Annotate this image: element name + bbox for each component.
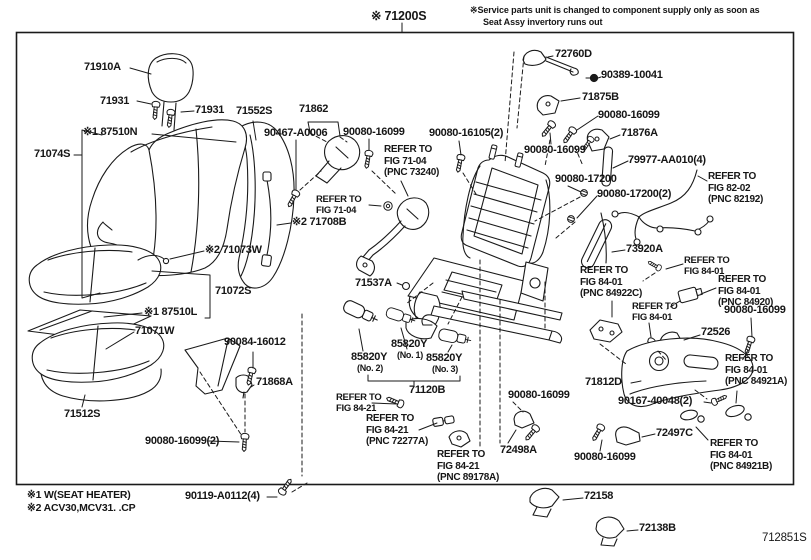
headrest-drawing [147, 53, 194, 131]
recliner-shield-drawing [589, 258, 757, 446]
footnote-model-codes: ※2 ACV30,MCV31. .CP [27, 502, 136, 514]
part-label-71868A: 71868A [256, 376, 293, 388]
part-label-90389-10041: 90389-10041 [601, 69, 663, 81]
part-label-85820Y-no1-sub: (No. 1) [397, 350, 423, 360]
part-label-ref-fig84-21: REFER TO FIG 84-21 [336, 392, 382, 414]
diagram-code: 712851S [762, 532, 807, 544]
part-label-ref-fig84-01-pnc84920: REFER TO FIG 84-01 (PNC 84920) [718, 274, 774, 308]
part-label-72497C: 72497C [656, 427, 693, 439]
seat-frame-drawing [401, 144, 563, 344]
part-label-71875B: 71875B [582, 91, 619, 103]
wire-harness-drawing [611, 169, 714, 246]
part-label-72526: 72526 [701, 326, 731, 338]
part-label-90080-16099-e: 90080-16099 [598, 109, 660, 121]
part-label-ref-fig84-01-b: REFER TO FIG 84-01 [632, 301, 678, 323]
part-label-72138B: 72138B [639, 522, 676, 534]
part-label-90080-17200-2: 90080-17200(2) [597, 188, 672, 200]
part-label-71812D: 71812D [585, 376, 622, 388]
seat-back-drawing [86, 119, 295, 289]
part-label-ref-fig84-01-pnc84921A: REFER TO FIG 84-01 (PNC 84921A) [725, 353, 787, 387]
part-label-90080-16099-d: 90080-16099 [574, 451, 636, 463]
part-label-72498A: 72498A [500, 444, 537, 456]
service-note-line2: Seat Assy invertory runs out [483, 17, 603, 27]
part-label-72760D: 72760D [555, 48, 592, 60]
part-label-85820Y-no3: 85820Y [426, 352, 463, 364]
part-label-ref-fig71-04-pnc73240: REFER TO FIG 71-04 (PNC 73240) [384, 144, 440, 178]
part-label-90119-A0112-4: 90119-A0112(4) [185, 490, 260, 502]
part-label-ref-fig84-21-pnc89178A: REFER TO FIG 84-21 (PNC 89178A) [437, 449, 499, 483]
part-label-71552S: 71552S [236, 105, 273, 117]
part-label-90084-16012: 90084-16012 [224, 336, 286, 348]
part-label-85820Y-no1: 85820Y [391, 338, 428, 350]
part-label-71931-left: 71931 [100, 95, 130, 107]
part-label-72158: 72158 [584, 490, 614, 502]
part-label-ref-fig82-02-pnc82192: REFER TO FIG 82-02 (PNC 82192) [708, 171, 764, 205]
part-label-90080-16099-g: 90080-16099 [724, 304, 786, 316]
part-label-73920A: 73920A [626, 243, 663, 255]
part-label-71876A: 71876A [621, 127, 658, 139]
part-label-90167-40048-2: 90167-40048(2) [618, 395, 693, 407]
part-label-71931-right: 71931 [195, 104, 225, 116]
part-label-85820Y-no2-sub: (No. 2) [357, 363, 383, 373]
part-label-71074S: 71074S [34, 148, 71, 160]
belt-buckle-drawing [284, 135, 430, 277]
leader-lines [73, 22, 753, 532]
part-label-87510N: ※1 87510N [83, 126, 138, 138]
assembly-number: ※ 71200S [371, 9, 427, 23]
part-label-71537A: 71537A [355, 277, 392, 289]
part-label-90080-16099-f: 90080-16099 [524, 144, 586, 156]
lumbar-motor-drawings [341, 298, 542, 448]
part-label-71862: 71862 [299, 103, 329, 115]
bottom-clips-drawing [529, 487, 625, 547]
part-label-ref-fig84-01-pnc84922C: REFER TO FIG 84-01 (PNC 84922C) [580, 265, 642, 299]
part-label-79977-AA010-4: 79977-AA010(4) [628, 154, 706, 166]
side-pad-drawing [580, 212, 613, 269]
part-label-71512S: 71512S [64, 408, 101, 420]
part-label-90080-16099-b: 90080-16099(2) [145, 435, 220, 447]
footnote-seat-heater: ※1 W(SEAT HEATER) [27, 489, 131, 501]
dashed-leader-lines [199, 51, 749, 493]
part-label-85820Y-no2: 85820Y [351, 351, 388, 363]
part-label-90080-16099-a: 90080-16099 [343, 126, 405, 138]
part-label-71071W: 71071W [135, 325, 175, 337]
part-label-ref-fig84-01-pnc84921B: REFER TO FIG 84-01 (PNC 84921B) [710, 438, 772, 472]
diagram-border [15, 31, 795, 486]
part-label-71072S: 71072S [215, 285, 252, 297]
part-label-87510L: ※1 87510L [144, 306, 197, 318]
part-label-71910A: 71910A [84, 61, 121, 73]
cushion-shield-drawing [184, 337, 295, 497]
part-label-85820Y-no3-sub: (No. 3) [432, 364, 458, 374]
part-label-ref-fig84-21-pnc72277A: REFER TO FIG 84-21 (PNC 72277A) [366, 413, 428, 447]
seat-cushion-drawing [27, 244, 170, 402]
part-label-90080-16105-2: 90080-16105(2) [429, 127, 504, 139]
part-label-90467-A0006: 90467-A0006 [264, 127, 328, 139]
service-note-line1: ※Service parts unit is changed to compon… [470, 5, 760, 15]
part-label-71120B: 71120B [409, 384, 446, 396]
part-label-90080-16099-c: 90080-16099 [508, 389, 570, 401]
recliner-small-parts-drawing [361, 49, 614, 223]
part-label-71073W: ※2 71073W [205, 244, 262, 256]
part-label-71708B: ※2 71708B [292, 216, 347, 228]
part-label-ref-fig84-01-a: REFER TO FIG 84-01 [684, 255, 730, 277]
part-label-ref-fig71-04: REFER TO FIG 71-04 [316, 194, 362, 216]
part-label-90080-17200: 90080-17200 [555, 173, 617, 185]
